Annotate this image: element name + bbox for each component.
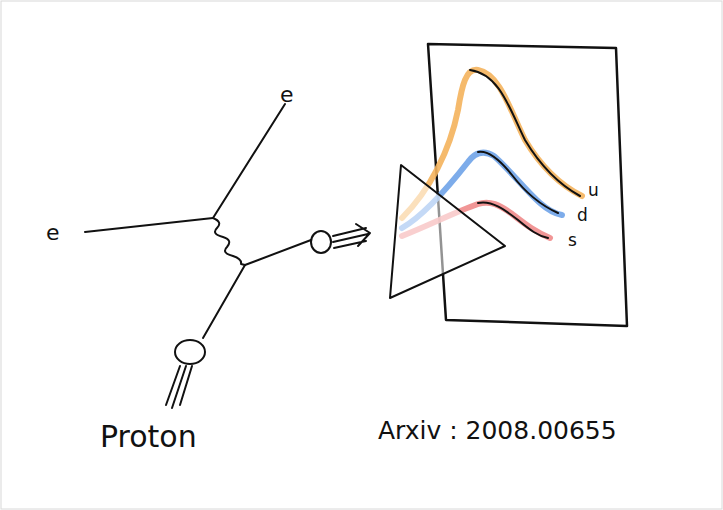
triple-arrow [333,224,370,248]
quark-line [245,240,311,265]
u-curve-ink [470,70,580,196]
photon-wiggle [213,218,245,265]
hadron-blob [311,231,331,253]
screen [428,44,627,326]
incoming-electron-line [85,218,213,232]
outgoing-electron-line [213,104,285,218]
reference-note: Arxiv : 2008.00655 [378,418,617,443]
proton-remnants [166,366,192,408]
quark-label: u [588,182,599,199]
proton-line [203,265,245,338]
prism [390,165,505,298]
proton-label: Proton [100,422,197,452]
quark-label: d [577,207,588,224]
electron-label: e [280,84,294,106]
quark-label: s [568,232,577,249]
electron-label: e [46,222,60,244]
proton-blob [175,340,205,364]
